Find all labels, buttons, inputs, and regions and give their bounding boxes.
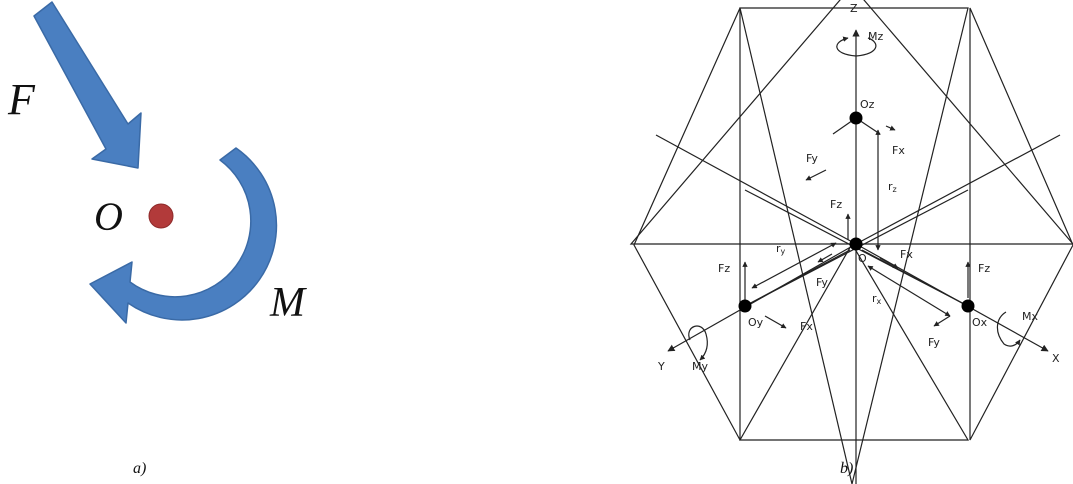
- point-label-oy: Oy: [748, 316, 764, 329]
- ry-dimension: [751, 242, 837, 289]
- force-label-fz-center: Fz: [830, 198, 842, 211]
- axis-label-y: Y: [657, 360, 665, 373]
- force-label-fx-center: Fx: [900, 248, 913, 261]
- point-oz-dot: [849, 111, 863, 125]
- force-fx-bottom-left: [764, 315, 787, 329]
- radius-label-rz: rz: [888, 180, 897, 194]
- moment-mz-arrow: [836, 36, 877, 57]
- radius-label-ry: ry: [776, 242, 786, 256]
- point-label-oz: Oz: [860, 98, 875, 111]
- caption-a: a): [133, 460, 147, 477]
- moment-label-mz: Mz: [868, 30, 883, 43]
- point-label-o: O: [858, 252, 867, 265]
- radius-rx-sub: x: [877, 297, 882, 306]
- force-label-fz-left: Fz: [718, 262, 730, 275]
- moment-label: M: [269, 280, 307, 326]
- triangle-plane-lower: [738, 242, 970, 441]
- point-o-center-dot: [849, 237, 863, 251]
- point-oy-dot: [738, 299, 752, 313]
- triangle-plane-left: [633, 7, 741, 441]
- point-ox-dot: [961, 299, 975, 313]
- point-label: O: [94, 194, 123, 239]
- caption-b: b): [840, 460, 854, 477]
- panel-a: F O M: [7, 1, 307, 326]
- force-label: F: [7, 75, 36, 124]
- force-label-fz-right: Fz: [978, 262, 990, 275]
- force-fy-bottom-right: [933, 315, 951, 327]
- radius-label-rx: rx: [872, 292, 882, 306]
- moment-label-mx: Mx: [1022, 310, 1038, 323]
- moment-label-my: My: [692, 360, 708, 373]
- force-fx-top: [885, 125, 896, 131]
- force-fx-center: [879, 257, 899, 269]
- oblique-line-2: [855, 134, 1061, 245]
- force-label-fy-bottom-right: Fy: [928, 336, 940, 349]
- radius-rx-r: r: [872, 292, 877, 305]
- axis-label-x: X: [1052, 352, 1060, 365]
- axis-label-z: Z: [850, 2, 858, 15]
- force-label-fy-center: Fy: [816, 276, 828, 289]
- force-fy-top: [805, 169, 827, 181]
- force-fy-center: [817, 253, 833, 263]
- force-arrow: [33, 1, 142, 169]
- oy-link-line: [744, 249, 851, 307]
- radius-rz-sub: z: [893, 185, 897, 194]
- panel-b-points: [738, 111, 975, 313]
- point-o-dot: [148, 203, 174, 229]
- radius-rz-r: r: [888, 180, 893, 193]
- radius-ry-sub: y: [781, 247, 786, 256]
- force-label-fx-bottom-left: Fx: [800, 320, 813, 333]
- point-label-ox: Ox: [972, 316, 988, 329]
- radius-ry-r: r: [776, 242, 781, 255]
- moment-my-arrow: [688, 325, 708, 361]
- rx-dimension: [867, 265, 951, 317]
- moment-arrow: [89, 147, 278, 324]
- oblique-line-1: [655, 134, 857, 245]
- triangle-plane-right: [969, 7, 1073, 441]
- force-label-fx-top: Fx: [892, 144, 905, 157]
- moment-mx-arrow: [996, 311, 1021, 347]
- panel-b-labels: Z Y X Mz My Mx Oz O Oy Ox Fy Fx Fz Fx Fy…: [657, 2, 1060, 373]
- force-label-fy-top: Fy: [806, 152, 818, 165]
